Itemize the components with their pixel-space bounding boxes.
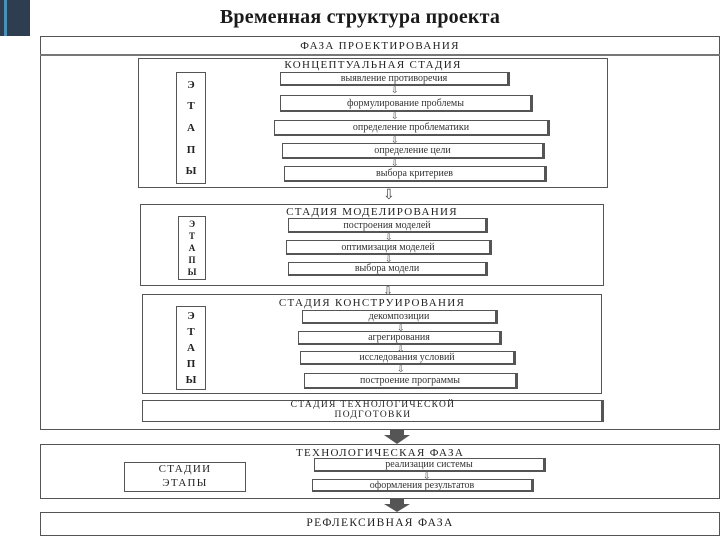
tech-phase-left-box (124, 462, 246, 492)
side-letter: Т (188, 231, 195, 241)
step-box: выявление противоречия (280, 72, 510, 86)
side-letter: Ы (185, 374, 197, 386)
side-letter: А (188, 243, 196, 253)
design-phase-divider (40, 54, 720, 56)
concept-stage-side-box (176, 72, 206, 184)
modeling-stage-title: СТАДИЯ МОДЕЛИРОВАНИЯ (286, 206, 458, 218)
reflexive-phase-title: РЕФЛЕКСИВНАЯ ФАЗА (306, 517, 454, 529)
phase-arrow-bar (390, 430, 404, 435)
down-arrow-icon: ⇩ (397, 364, 405, 374)
tech-phase-title: ТЕХНОЛОГИЧЕСКАЯ ФАЗА (295, 447, 465, 459)
down-arrow-icon: ⇩ (385, 254, 393, 264)
tech-prep-stage-frame (142, 400, 604, 422)
step-box: определение цели (282, 143, 545, 159)
step-box: исследования условий (300, 351, 516, 365)
side-letter: Э (187, 310, 195, 322)
modeling-stage-side-box (178, 216, 206, 280)
construction-stage-side-box (176, 306, 206, 390)
side-letter: Ы (187, 267, 197, 277)
down-arrow-icon: ⇩ (383, 284, 394, 298)
side-letter: Т (187, 326, 195, 338)
side-letter: Ы (185, 165, 197, 178)
down-arrow-icon: ⇩ (391, 135, 399, 145)
down-arrow-icon: ⇩ (391, 158, 399, 168)
corner-accent-bar (4, 0, 7, 36)
design-phase-title: ФАЗА ПРОЕКТИРОВАНИЯ (300, 40, 460, 52)
down-arrow-icon: ⇩ (383, 188, 395, 203)
down-arrow-icon: ⇩ (391, 85, 399, 95)
down-arrow-icon: ⇩ (423, 471, 431, 481)
down-arrow-icon: ⇩ (391, 111, 399, 121)
step-box: оформления результатов (312, 479, 534, 492)
side-letter: Т (187, 100, 195, 113)
tech-phase-steps-label: ЭТАПЫ (162, 477, 208, 489)
phase-arrow-icon (384, 504, 410, 512)
step-box: определение проблематики (274, 120, 550, 136)
step-box: агрегирования (298, 331, 502, 345)
down-arrow-icon: ⇩ (397, 323, 405, 333)
step-box: декомпозиции (302, 310, 498, 324)
construction-stage-side-label: Э Т А П Ы (176, 308, 206, 388)
down-arrow-icon: ⇩ (397, 344, 405, 354)
concept-stage-title: КОНЦЕПТУАЛЬНАЯ СТАДИЯ (284, 59, 462, 71)
side-letter: А (187, 121, 195, 134)
tech-prep-stage-title: СТАДИЯ ТЕХНОЛОГИЧЕСКОЙ (290, 400, 456, 410)
step-box: построение программы (304, 373, 518, 389)
phase-arrow-bar (390, 499, 404, 504)
tech-phase-stages-label: СТАДИИ (158, 463, 212, 475)
step-box: выбора модели (288, 262, 488, 276)
step-box: оптимизация моделей (286, 240, 492, 255)
modeling-stage-side-label: Э Т А П Ы (178, 218, 206, 278)
side-letter: П (188, 255, 196, 265)
down-arrow-icon: ⇩ (385, 232, 393, 242)
side-letter: А (187, 342, 195, 354)
construction-stage-title: СТАДИЯ КОНСТРУИРОВАНИЯ (278, 297, 466, 309)
page-title: Временная структура проекта (219, 6, 501, 28)
reflexive-phase-frame (40, 512, 720, 536)
concept-stage-side-label: Э Т А П Ы (176, 74, 206, 182)
phase-arrow-icon (384, 435, 410, 444)
step-box: формулирование проблемы (280, 95, 533, 112)
side-letter: П (186, 358, 196, 370)
step-box: выбора критериев (284, 166, 547, 182)
tech-prep-stage-subtitle: ПОДГОТОВКИ (334, 410, 412, 420)
side-letter: Э (187, 78, 195, 91)
side-letter: П (186, 143, 196, 156)
step-box: реализации системы (314, 458, 546, 472)
step-box: построения моделей (288, 218, 488, 233)
side-letter: Э (188, 219, 196, 229)
